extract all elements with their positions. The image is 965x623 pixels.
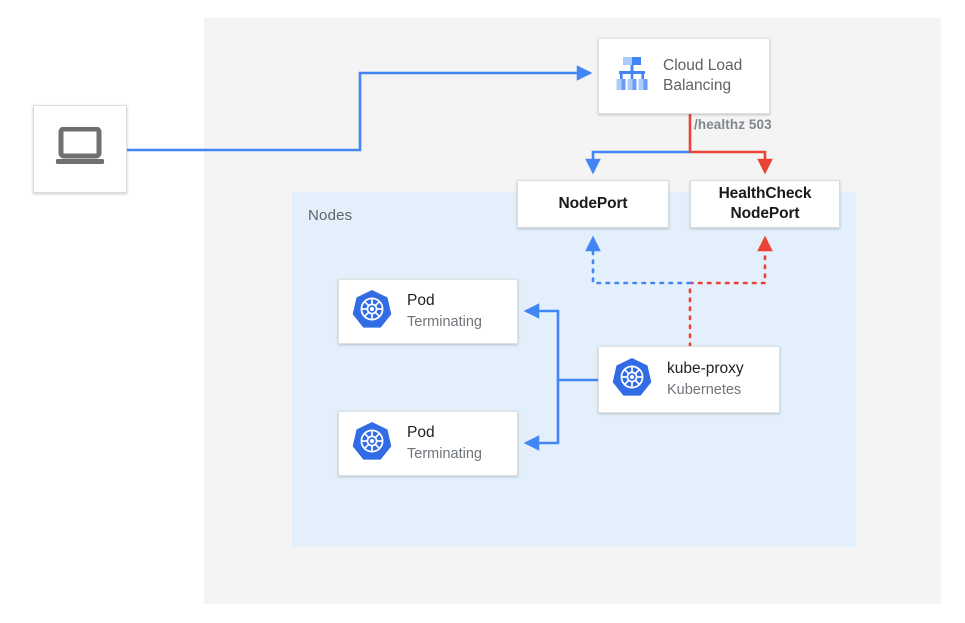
kube-proxy-subtitle: Kubernetes — [667, 381, 742, 398]
nodeport-card[interactable]: NodePort — [517, 180, 669, 228]
laptop-icon — [54, 126, 106, 172]
healthcheck-nodeport-card[interactable]: HealthCheck NodePort — [690, 180, 840, 228]
cloud-load-balancing-icon — [611, 53, 653, 100]
kube-proxy-text: kube-proxy Kubernetes — [667, 359, 744, 399]
pod-status-1: Terminating — [407, 313, 482, 330]
kubernetes-icon — [351, 420, 393, 467]
cloud-load-balancing-line-1: Cloud Load — [663, 56, 743, 74]
kube-proxy-title: kube-proxy — [667, 360, 744, 378]
healthcheck-nodeport-line-1: HealthCheck — [718, 185, 812, 203]
cloud-load-balancing-card[interactable]: Cloud Load Balancing — [598, 38, 770, 114]
healthz-status-label: /healthz 503 — [694, 117, 772, 132]
pod-title-2: Pod — [407, 424, 435, 442]
healthcheck-nodeport-line-2: NodePort — [730, 205, 800, 222]
pod-status-2: Terminating — [407, 445, 482, 462]
kubernetes-icon — [351, 288, 393, 335]
cloud-load-balancing-label: Cloud Load Balancing — [663, 56, 742, 97]
pod-card-1[interactable]: Pod Terminating — [338, 279, 518, 344]
pod-text-2: Pod Terminating — [407, 423, 482, 463]
kube-proxy-card[interactable]: kube-proxy Kubernetes — [598, 346, 780, 413]
kubernetes-icon — [611, 356, 653, 403]
pod-card-2[interactable]: Pod Terminating — [338, 411, 518, 476]
nodeport-label: NodePort — [558, 195, 628, 213]
cloud-load-balancing-line-2: Balancing — [663, 77, 732, 94]
pod-text-1: Pod Terminating — [407, 291, 482, 331]
pod-title-1: Pod — [407, 292, 435, 310]
client-device-card[interactable] — [33, 105, 127, 193]
nodes-panel-label: Nodes — [308, 207, 353, 224]
